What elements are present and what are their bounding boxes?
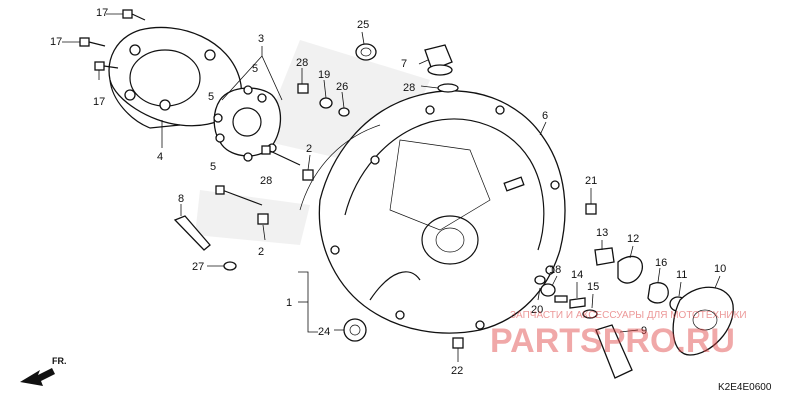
parts-13-to-20 [534,247,734,379]
callout-14: 14 [571,269,583,281]
callout-12: 12 [627,233,639,245]
callout-17c: 17 [93,96,105,108]
drawing-code: K2E4E0600 [718,382,772,393]
callout-5c: 5 [210,161,216,173]
callout-20: 20 [531,304,543,316]
part-6-crankcase-cover [318,90,566,334]
part-8-lever [173,215,237,271]
callout-2a: 2 [306,143,312,155]
callout-15: 15 [587,281,599,293]
part-23-oil-seal [355,43,377,61]
callout-9: 9 [641,325,647,337]
callout-2b: 2 [258,246,264,258]
callout-21b: 22 [451,365,463,377]
watermark-brand: PARTSPRO.RU [490,322,735,360]
part-1-gasket [299,124,381,211]
callout-23: 25 [357,19,369,31]
callout-22: 24 [318,326,330,338]
leader-lines [62,13,721,362]
callout-28a: 28 [260,175,272,187]
parts-27-19-24 [297,83,350,117]
callout-24: 26 [336,81,348,93]
callout-17a: 17 [96,7,108,19]
callout-17b: 17 [50,36,62,48]
callout-5a: 5 [252,63,258,75]
watermark: ЗАПЧАСТИ И АКСЕССУАРЫ ДЛЯ МОТОТЕХНИКИ PA… [490,310,747,360]
callout-13: 13 [596,227,608,239]
part-28-bolts [215,145,301,206]
callout-7: 7 [401,58,407,70]
callout-16: 16 [655,257,667,269]
callout-4: 4 [157,151,163,163]
callout-18: 18 [549,264,561,276]
callout-26: 28 [403,82,415,94]
callout-25: 27 [192,261,204,273]
callout-21a: 21 [585,175,597,187]
part-17-bolts [79,9,146,71]
callout-5b: 5 [208,91,214,103]
front-label: FR. [52,356,67,366]
part-4-outer-cover [108,26,242,129]
callout-11: 11 [676,269,687,281]
callout-27: 28 [296,57,308,69]
callout-8: 8 [178,193,184,205]
part-7-filler-cap [424,44,459,93]
callout-19: 19 [318,69,330,81]
callout-3: 3 [258,33,264,45]
front-direction-arrow: FR. [20,356,67,386]
part-22-bearing [343,318,367,342]
callout-10: 10 [714,263,726,275]
callout-labels: 17 17 17 4 3 5 5 5 25 7 28 28 19 26 2 28… [50,7,726,377]
callout-6: 6 [542,110,548,122]
watermark-tagline: ЗАПЧАСТИ И АКСЕССУАРЫ ДЛЯ МОТОТЕХНИКИ [510,310,747,321]
callout-1: 1 [286,297,292,309]
